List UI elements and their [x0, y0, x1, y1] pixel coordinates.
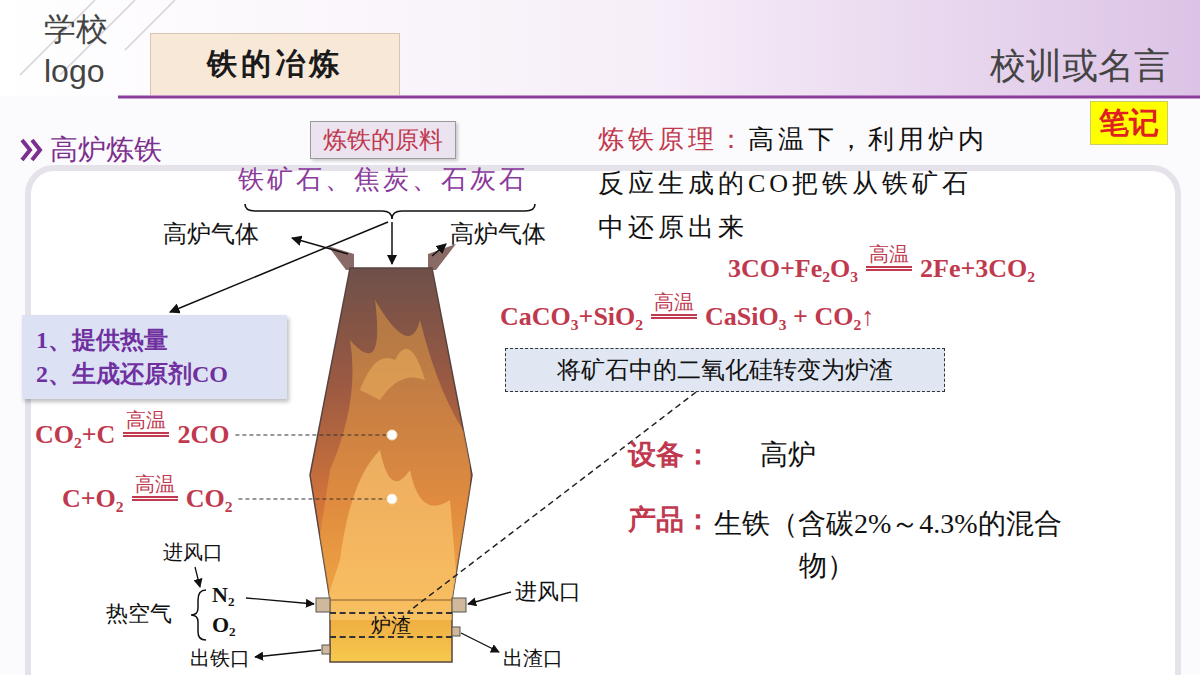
leader-arrow [461, 633, 499, 652]
leader-line [238, 498, 386, 499]
inlet-label: 进风口 [163, 540, 223, 564]
gas-label: 高炉气体 [450, 220, 546, 249]
reaction-zone-dot [387, 430, 397, 440]
principle-label: 炼铁原理： [598, 118, 748, 162]
leader-arrow [292, 238, 348, 254]
leader-arrow [195, 567, 200, 587]
blast-furnace [310, 268, 472, 662]
motto-placeholder: 校训或名言 [990, 44, 1170, 87]
chemical-equation: CO₂+C高温2CO [35, 418, 229, 452]
reaction-condition: 高温 [866, 243, 912, 271]
reaction-condition: 高温 [132, 473, 178, 501]
box-text: 炼铁的原料 [323, 125, 443, 155]
equipment-label: 设备： [628, 438, 712, 472]
raw-materials: 铁矿石、焦炭、石灰石 [238, 164, 528, 195]
furnace-flame [320, 450, 460, 620]
air-brace [191, 590, 206, 640]
header-rule [118, 96, 1200, 99]
leader-arrow [246, 598, 314, 604]
furnace-flame [360, 349, 425, 400]
box-text: 将矿石中的二氧化硅转变为炉渣 [520, 355, 930, 385]
air-label: 热空气 [106, 601, 172, 627]
chemical-formula: CaCO₃+SiO₂ [500, 300, 643, 334]
note-badge: 笔记 [1090, 101, 1168, 145]
hearth-edge [330, 599, 452, 600]
logo-placeholder: 学校 logo [44, 8, 124, 92]
reaction-condition: 高温 [123, 409, 169, 437]
gas-formula: O₂ [212, 612, 236, 638]
chemical-equation: CaCO₃+SiO₂高温CaSiO₃ + CO₂↑ [500, 300, 874, 334]
reaction-condition: 高温 [651, 291, 697, 319]
equipment-value: 高炉 [760, 438, 816, 472]
gas-label: 高炉气体 [163, 220, 259, 249]
leader-line [235, 434, 386, 435]
gas-formula: N₂ [212, 582, 234, 608]
chemical-formula: CaSiO₃ + CO₂↑ [705, 300, 874, 334]
product-value: 生铁（含碳2%～4.3%的混合物） [714, 503, 1099, 587]
reaction-zone-dot [387, 494, 397, 504]
slag-band: 炉渣 [330, 612, 452, 638]
inlet-label: 进风口 [515, 579, 581, 605]
header-band [0, 0, 1200, 96]
chemical-equation: 3CO+Fe₂O₃高温2Fe+3CO₂ [728, 252, 1035, 286]
leader-arrow [391, 222, 393, 264]
chemical-formula: 2Fe+3CO₂ [920, 252, 1035, 286]
outlet-label: 出渣口 [503, 646, 563, 670]
leader-arrow [468, 592, 511, 604]
box-text: 炉渣 [371, 614, 411, 636]
title-tab: 铁的冶炼 [150, 33, 400, 95]
box-text: 1、提供热量 [36, 323, 273, 357]
tuyere [452, 598, 466, 612]
chemical-formula: CO₂ [186, 482, 233, 516]
section-heading: 高炉炼铁 [50, 133, 162, 167]
outlet-label: 出铁口 [190, 646, 250, 670]
slag-outlet [452, 627, 460, 636]
chemical-formula: CO₂+C [35, 418, 115, 452]
chemical-equation: C+O₂高温CO₂ [62, 482, 232, 516]
chemical-formula: 2CO [177, 418, 229, 452]
content-panel [28, 168, 1178, 675]
material-heading-box: 炼铁的原料 [310, 121, 456, 159]
box-text: 2、生成还原剂CO [36, 357, 273, 391]
tuyere [316, 598, 330, 612]
material-brace [245, 204, 535, 219]
furnace-lip [428, 244, 456, 270]
chemical-formula: 3CO+Fe₂O₃ [728, 252, 858, 286]
leader-arrow [255, 650, 321, 657]
note-box: 将矿石中的二氧化硅转变为炉渣 [505, 348, 945, 392]
connector [408, 392, 696, 612]
coke-role-box: 1、提供热量2、生成还原剂CO [22, 315, 287, 399]
product-label: 产品： [628, 503, 712, 537]
chemical-formula: C+O₂ [62, 482, 124, 516]
leader-arrow [432, 244, 446, 256]
box-text: 笔记 [1099, 104, 1159, 142]
bullet-chevron [22, 140, 40, 160]
iron-outlet [322, 645, 330, 654]
principle-text: 高温下，利用炉内反应生成的CO把铁从铁矿石中还原出来 [598, 118, 998, 250]
